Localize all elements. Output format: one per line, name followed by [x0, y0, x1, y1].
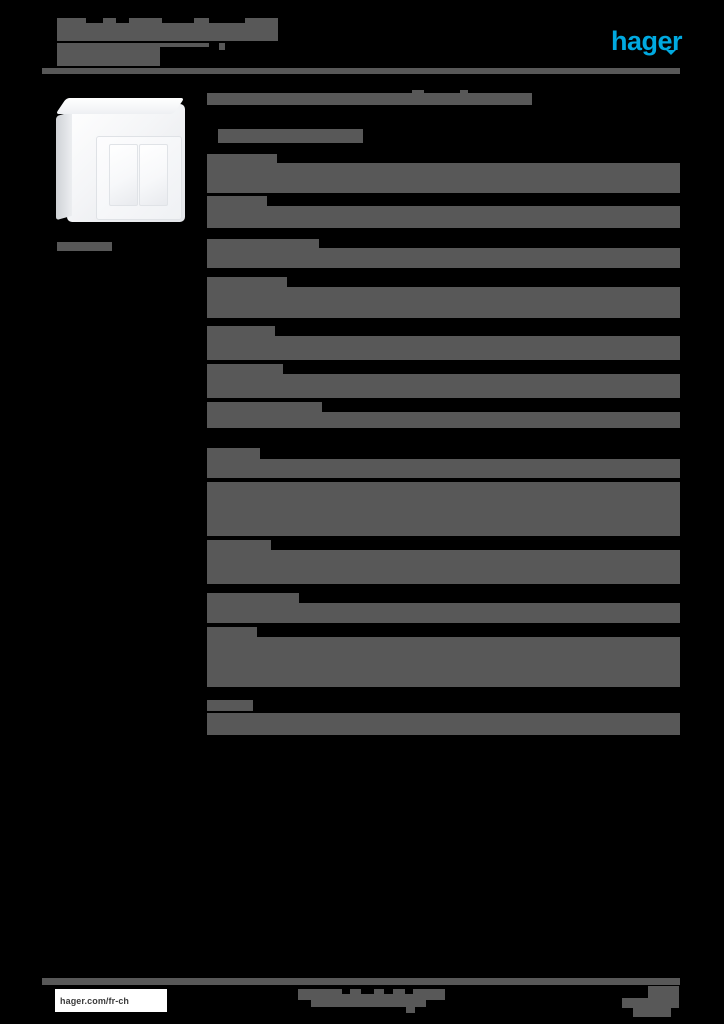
redacted-text-block	[207, 374, 680, 398]
redacted-text-block	[207, 336, 680, 360]
redacted-text-block	[207, 196, 267, 206]
footer-right-line-2	[633, 1008, 671, 1017]
redacted-text-block	[207, 550, 680, 584]
redacted-text-block	[207, 287, 680, 318]
product-caption-redacted	[57, 242, 112, 251]
title-nub	[219, 43, 225, 50]
redacted-text-block	[460, 90, 468, 96]
header-divider	[42, 68, 680, 74]
hager-logo-mark	[666, 50, 676, 55]
redacted-text-block	[207, 163, 680, 193]
switch-side-face	[56, 111, 72, 221]
switch-rocker-right	[139, 144, 168, 206]
redacted-text-block	[207, 459, 680, 478]
footer-notch	[405, 989, 413, 994]
footer-notch	[622, 986, 648, 998]
redacted-text-block	[207, 402, 322, 413]
title-notch	[162, 18, 194, 23]
switch-rocker-left	[109, 144, 138, 206]
redacted-text-block	[207, 448, 260, 459]
redacted-text-block	[207, 713, 680, 735]
title-notch	[209, 18, 245, 23]
title-nub	[160, 43, 209, 47]
footer-center-line-1	[298, 989, 445, 1000]
footer-divider	[42, 978, 680, 985]
footer-right-line-1	[622, 986, 679, 1008]
footer-notch	[342, 989, 350, 994]
redacted-text-block	[207, 206, 680, 228]
footer-url-link[interactable]: hager.com/fr-ch	[55, 989, 167, 1012]
redacted-text-block	[207, 603, 680, 623]
redacted-text-block	[207, 364, 283, 374]
redacted-text-block	[207, 239, 319, 250]
redacted-text-block	[207, 700, 253, 711]
title-line-2-redacted	[57, 43, 160, 66]
redacted-text-block	[207, 593, 299, 603]
redacted-text-block	[207, 326, 275, 336]
redacted-text-block	[207, 482, 680, 536]
redacted-text-block	[207, 412, 680, 428]
redacted-text-block	[207, 277, 287, 287]
switch-top-face	[55, 98, 185, 114]
redacted-text-block	[412, 90, 424, 96]
title-notch	[116, 18, 129, 23]
footer-notch	[384, 989, 393, 994]
redacted-text-block	[218, 129, 363, 143]
page-header: hager	[0, 0, 724, 78]
product-image	[55, 90, 200, 235]
redacted-text-block	[207, 637, 680, 687]
switch-body	[67, 104, 185, 222]
redacted-text-block	[207, 540, 271, 550]
footer-center-line-2	[311, 1000, 426, 1007]
footer-notch	[361, 989, 374, 994]
title-notch	[86, 18, 103, 23]
footer-center-tail	[406, 1007, 415, 1013]
redacted-text-block	[207, 93, 532, 105]
redacted-text-block	[207, 248, 680, 268]
redacted-text-block	[207, 627, 257, 637]
redacted-text-block	[207, 154, 277, 163]
title-line-1-redacted	[57, 18, 278, 41]
